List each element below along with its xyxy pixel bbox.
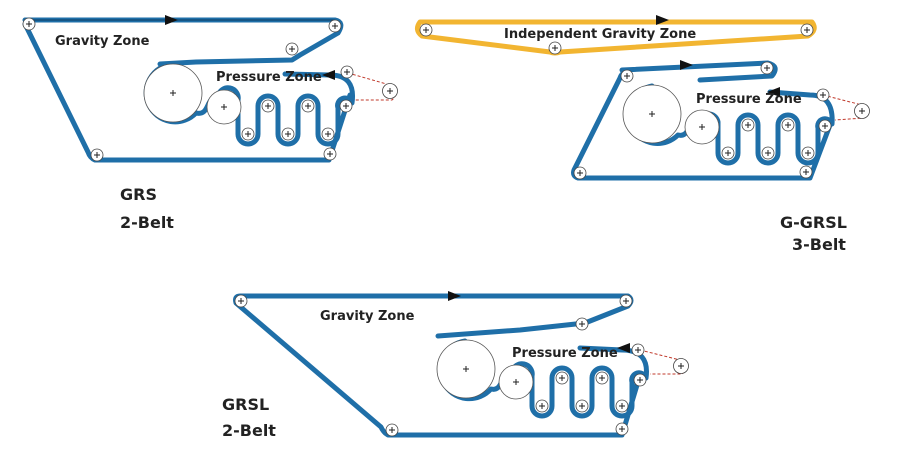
ggrsl-roller-icon (818, 119, 832, 133)
grs-pressure-zone-label: Pressure Zone (216, 70, 322, 85)
grs-roller-icon (22, 17, 36, 31)
grs-roller-icon (241, 127, 255, 141)
ggrsl-belt-arrow-top (680, 60, 693, 70)
grs-tension-path (347, 72, 396, 101)
grsl-title: GRSL (222, 395, 269, 414)
ggrsl-roller-icon (801, 146, 815, 160)
ggrsl-drum-icon (684, 109, 720, 145)
ggrsl-belt-count: 3-Belt (792, 235, 846, 254)
ggrsl-roller-icon (816, 88, 830, 102)
grsl-roller-icon (234, 294, 248, 308)
grs-roller-icon (323, 147, 337, 161)
ggrsl-roller-icon (781, 118, 795, 132)
ggrsl-roller-icon (721, 146, 735, 160)
grs-roller-icon (90, 148, 104, 162)
grs-title: GRS (120, 185, 157, 204)
ggrsl-independent-arrow (656, 15, 669, 25)
grsl-roller-icon (575, 317, 589, 331)
grs-belt-arrow-top (165, 15, 178, 25)
grsl-roller-icon (631, 343, 645, 357)
grs-roller-icon (321, 127, 335, 141)
grs-roller-icon (382, 83, 398, 99)
grsl-gravity-zone-label: Gravity Zone (320, 309, 415, 324)
grsl-roller-icon (619, 294, 633, 308)
ggrsl-roller-icon (741, 118, 755, 132)
ggrsl-roller-icon (620, 69, 634, 83)
grsl-roller-icon (575, 399, 589, 413)
ggrsl-main-drum-icon (622, 84, 682, 144)
grsl-drum-icon (498, 364, 534, 400)
grs-pressure-belt (143, 61, 356, 147)
grsl-roller-icon (385, 423, 399, 437)
grs-drum-icon (206, 89, 242, 125)
ggrsl-roller-icon (573, 166, 587, 180)
grs-gravity-zone-label: Gravity Zone (55, 34, 150, 49)
ggrsl-roller-icon (800, 23, 814, 37)
grs-roller-icon (301, 99, 315, 113)
grs-roller-icon (339, 99, 353, 113)
ggrsl-roller-icon (761, 146, 775, 160)
grs-roller-icon (340, 65, 354, 79)
ggrsl-roller-icon (854, 103, 870, 119)
grsl-roller-icon (673, 358, 689, 374)
grsl-roller-icon (615, 422, 629, 436)
ggrsl-roller-icon (548, 41, 562, 55)
grsl-belt-count: 2-Belt (222, 421, 276, 440)
grsl-diagram: Gravity Zone Pressure Zone GRSL 2-Belt (222, 291, 689, 440)
grsl-belt-arrow-top (448, 291, 461, 301)
grs-roller-icon (328, 19, 342, 33)
ggrsl-belt-arrow-return (767, 87, 780, 97)
ggrsl-independent-zone-label: Independent Gravity Zone (504, 27, 696, 42)
grsl-pressure-zone-label: Pressure Zone (512, 346, 618, 361)
grs-roller-icon (285, 42, 299, 56)
ggrsl-pressure-belt (626, 83, 835, 166)
grsl-roller-icon (633, 373, 647, 387)
grsl-roller-icon (615, 399, 629, 413)
grsl-pressure-belt (437, 338, 649, 419)
ggrsl-diagram: Independent Gravity Zone Pressure Zone G… (414, 15, 870, 254)
grs-roller-icon (261, 99, 275, 113)
grs-main-drum-icon (143, 63, 203, 123)
grs-roller-icon (281, 127, 295, 141)
ggrsl-roller-icon (799, 165, 813, 179)
grsl-roller-icon (535, 399, 549, 413)
grsl-roller-icon (555, 371, 569, 385)
ggrsl-title: G-GRSL (780, 213, 847, 232)
ggrsl-roller-icon (760, 61, 774, 75)
ggrsl-pressure-zone-label: Pressure Zone (696, 92, 802, 107)
grs-belt-arrow-return (322, 70, 335, 80)
grs-belt-count: 2-Belt (120, 213, 174, 232)
grsl-roller-icon (595, 371, 609, 385)
ggrsl-roller-icon (419, 23, 433, 37)
grsl-belt-arrow-return (617, 343, 630, 353)
grsl-main-drum-icon (436, 339, 496, 399)
grs-diagram: Gravity Zone Pressure Zone GRS 2-Belt (22, 15, 398, 232)
